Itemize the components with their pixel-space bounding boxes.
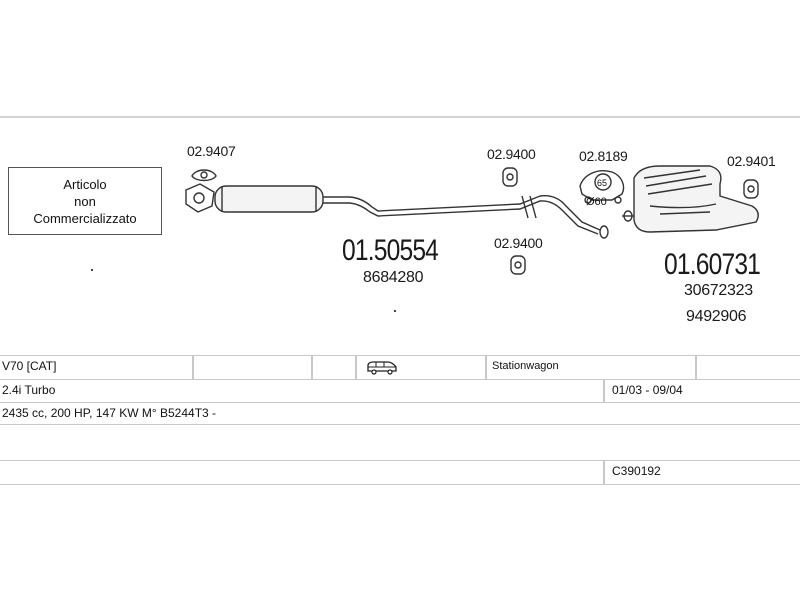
part-number-mount-rear[interactable]: 02.9401 bbox=[727, 153, 776, 169]
table-row: 2435 cc, 200 HP, 147 KW M° B5244T3 - bbox=[0, 403, 800, 425]
middle-silencer-shape bbox=[214, 185, 324, 213]
rear-silencer-shape bbox=[633, 165, 759, 233]
table-row: V70 [CAT] Stationwagon bbox=[0, 355, 800, 380]
mount-top-shape bbox=[502, 167, 518, 187]
exhaust-diagram: 65 Ø60 Articolo non Commercializzato 02.… bbox=[8, 143, 776, 325]
vehicle-model: V70 [CAT] bbox=[2, 359, 57, 373]
van-icon bbox=[366, 359, 398, 382]
oe-number-rear-silencer-2: 9492906 bbox=[686, 308, 747, 325]
marker-dot bbox=[394, 310, 396, 312]
table-row: C390192 bbox=[0, 461, 800, 485]
frame-top-border bbox=[0, 116, 800, 118]
part-number-front-clamp[interactable]: 02.9407 bbox=[187, 143, 236, 159]
vehicle-years: 01/03 - 09/04 bbox=[612, 383, 683, 397]
oe-number-rear-silencer-1: 30672323 bbox=[684, 282, 753, 299]
catalog-code: C390192 bbox=[612, 464, 661, 478]
vehicle-body-type: Stationwagon bbox=[492, 360, 559, 372]
gasket-size-label: 65 bbox=[597, 178, 607, 188]
part-number-rear-silencer[interactable]: 01.60731 bbox=[664, 248, 761, 281]
mount-bottom-shape bbox=[510, 255, 526, 275]
front-flange-shape bbox=[185, 183, 215, 213]
vehicle-engine: 2.4i Turbo bbox=[2, 383, 56, 397]
not-sold-notice: Articolo non Commercializzato bbox=[8, 167, 162, 235]
gasket-clamp-shape bbox=[579, 170, 625, 201]
exhaust-drawing: 65 Ø60 bbox=[185, 165, 759, 275]
center-pipe-shape bbox=[323, 195, 601, 231]
table-row bbox=[0, 425, 800, 461]
not-sold-text: Articolo non Commercializzato bbox=[33, 176, 137, 226]
part-number-mount-bottom[interactable]: 02.9400 bbox=[494, 235, 543, 251]
gasket-size2-label: Ø60 bbox=[586, 196, 607, 208]
table-row: 2.4i Turbo 01/03 - 09/04 bbox=[0, 380, 800, 403]
vehicle-spec: 2435 cc, 200 HP, 147 KW M° B5244T3 - bbox=[2, 406, 217, 420]
mount-rear-shape bbox=[743, 179, 759, 199]
oe-number-middle-silencer: 8684280 bbox=[363, 269, 424, 286]
front-clamp-shape bbox=[191, 169, 217, 182]
part-number-gasket[interactable]: 02.8189 bbox=[579, 148, 628, 164]
marker-dot bbox=[91, 269, 93, 271]
part-number-mount-top[interactable]: 02.9400 bbox=[487, 146, 536, 162]
part-number-middle-silencer[interactable]: 01.50554 bbox=[342, 234, 439, 267]
